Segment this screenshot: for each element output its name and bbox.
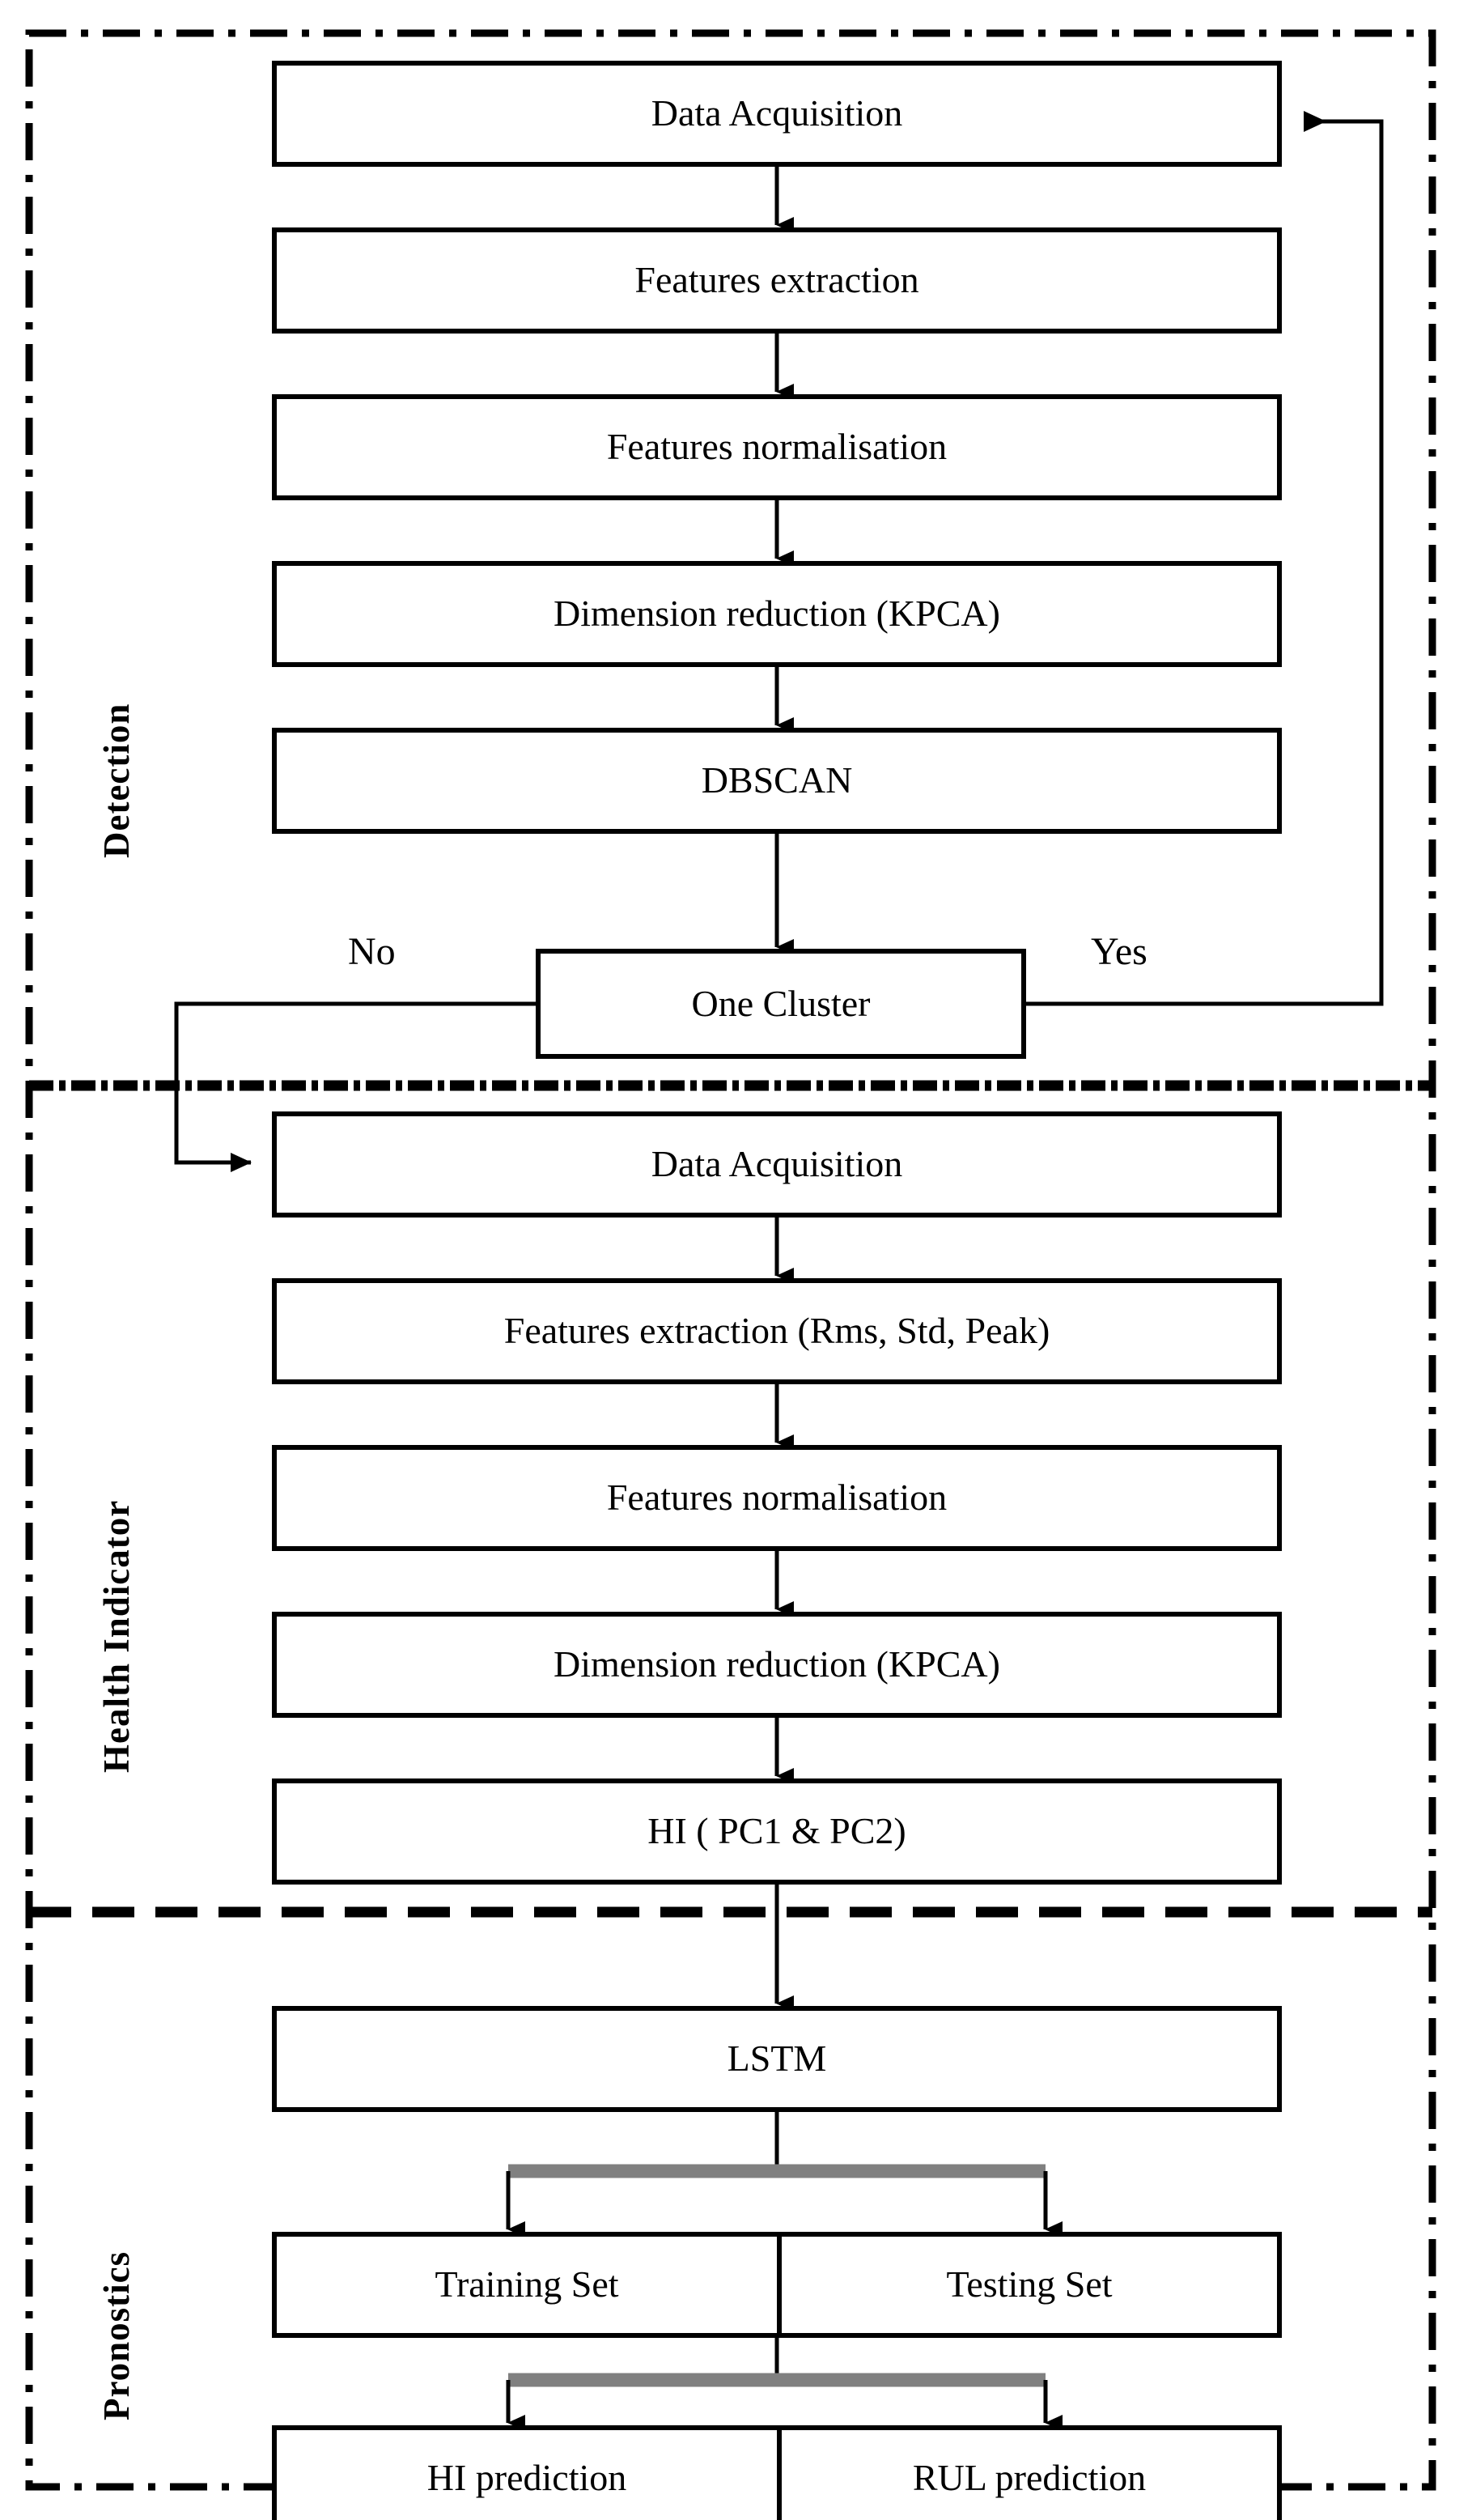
box-det-dimension-reduction[interactable]: Dimension reduction (KPCA) xyxy=(272,561,1282,667)
box-row-pro-sets: Training Set Testing Set xyxy=(272,2232,1282,2338)
box-hi-dimension-reduction[interactable]: Dimension reduction (KPCA) xyxy=(272,1612,1282,1718)
box-hi-output[interactable]: HI ( PC1 & PC2) xyxy=(272,1778,1282,1885)
box-label: Training Set xyxy=(435,2263,619,2305)
box-det-features-extraction[interactable]: Features extraction xyxy=(272,227,1282,334)
edge-label-yes: Yes xyxy=(1091,930,1147,973)
box-pro-lstm[interactable]: LSTM xyxy=(272,2006,1282,2112)
box-label: Data Acquisition xyxy=(651,1143,903,1185)
box-label: DBSCAN xyxy=(701,759,853,801)
box-hi-features-extraction[interactable]: Features extraction (Rms, Std, Peak) xyxy=(272,1278,1282,1384)
box-label: Features extraction (Rms, Std, Peak) xyxy=(503,1310,1050,1352)
box-det-features-normalisation[interactable]: Features normalisation xyxy=(272,394,1282,500)
section-label-detection: Detection xyxy=(96,703,137,858)
box-det-one-cluster[interactable]: One Cluster xyxy=(536,949,1026,1059)
box-label: Features normalisation xyxy=(606,1477,948,1519)
section-label-health-indicator: Health Indicator xyxy=(96,1499,137,1773)
box-pro-rul-prediction[interactable]: RUL prediction xyxy=(777,2430,1277,2520)
box-det-data-acquisition[interactable]: Data Acquisition xyxy=(272,61,1282,167)
box-pro-hi-prediction[interactable]: HI prediction xyxy=(277,2430,777,2520)
box-label: Dimension reduction (KPCA) xyxy=(554,593,1000,635)
box-label: RUL prediction xyxy=(912,2457,1147,2499)
section-label-pronostics: Pronostics xyxy=(96,2250,137,2420)
box-label: LSTM xyxy=(727,2038,827,2080)
box-hi-data-acquisition[interactable]: Data Acquisition xyxy=(272,1111,1282,1218)
box-pro-training-set[interactable]: Training Set xyxy=(277,2237,777,2333)
box-label: Data Acquisition xyxy=(651,92,903,134)
box-label: Dimension reduction (KPCA) xyxy=(554,1643,1000,1685)
edge-label-no: No xyxy=(348,930,396,973)
box-row-pro-predictions: HI prediction RUL prediction xyxy=(272,2425,1282,2520)
box-label: Features normalisation xyxy=(606,426,948,468)
box-pro-testing-set[interactable]: Testing Set xyxy=(777,2237,1277,2333)
box-label: HI ( PC1 & PC2) xyxy=(647,1810,906,1852)
box-label: Testing Set xyxy=(946,2263,1113,2305)
box-det-dbscan[interactable]: DBSCAN xyxy=(272,728,1282,834)
box-label: Features extraction xyxy=(634,259,919,301)
box-hi-features-normalisation[interactable]: Features normalisation xyxy=(272,1445,1282,1551)
box-label: HI prediction xyxy=(426,2457,627,2499)
box-label: One Cluster xyxy=(691,982,871,1024)
